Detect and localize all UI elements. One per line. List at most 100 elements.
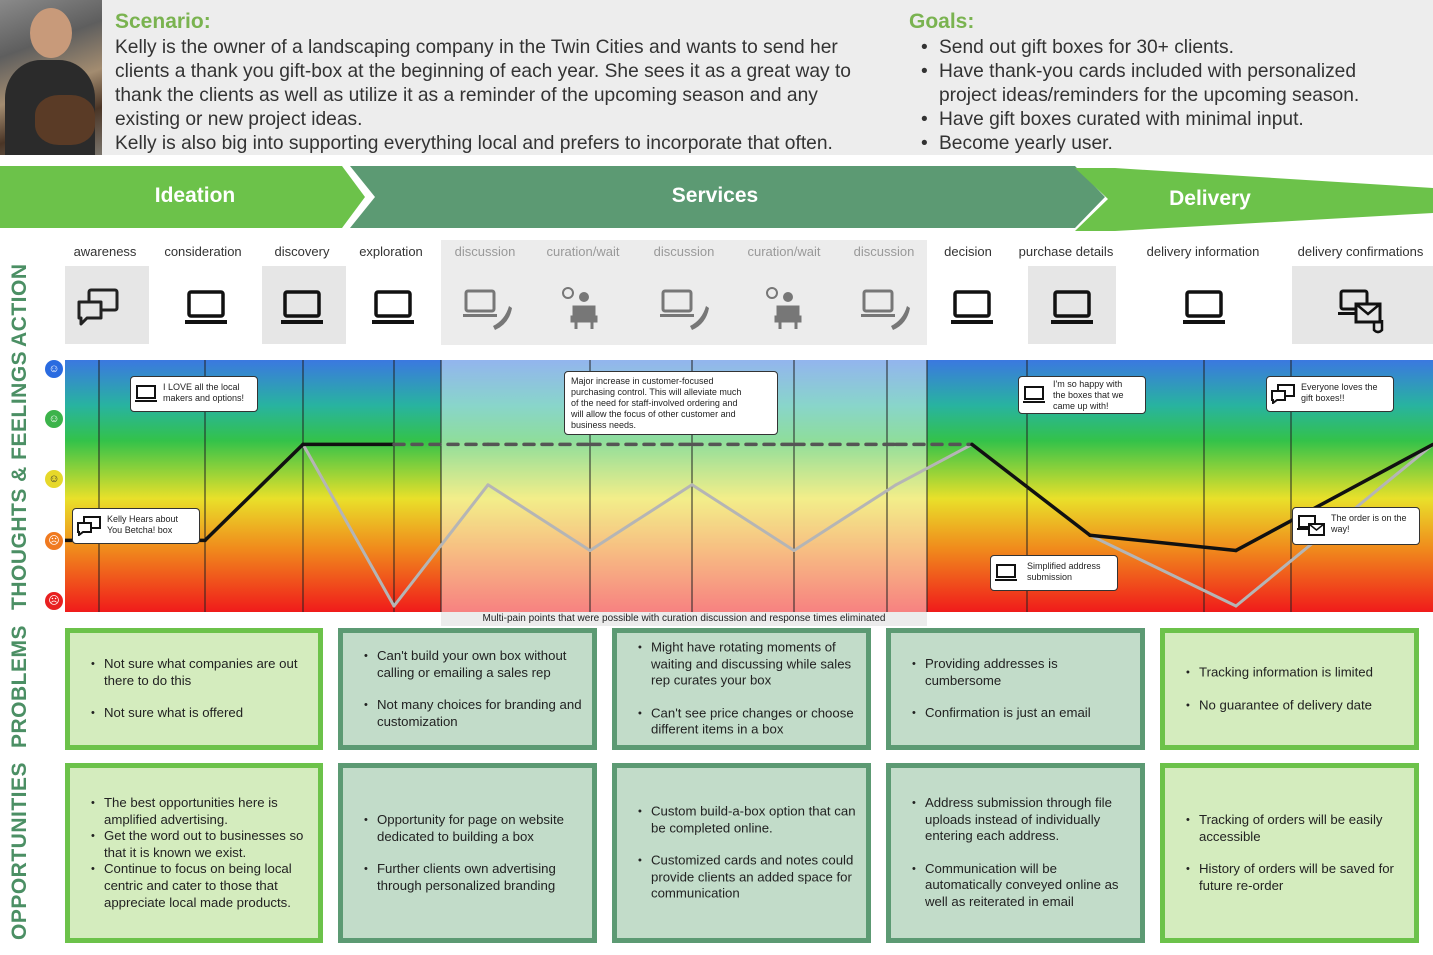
stage-curation-wait: curation/wait bbox=[747, 244, 821, 259]
series-black-segment bbox=[970, 442, 1092, 538]
scenario-line: clients a thank you gift-box at the begi… bbox=[115, 61, 851, 82]
stage-delivery-information: delivery information bbox=[1146, 244, 1260, 259]
opportunity-item: Custom build-a-box option that can be co… bbox=[617, 804, 866, 837]
phase-ideation: Ideation bbox=[154, 184, 236, 207]
bubble-text: of the need for staff-involved ordering … bbox=[571, 398, 738, 408]
bubble-text: I'm so happy with bbox=[1053, 379, 1123, 389]
chart-note: Multi-pain points that were possible wit… bbox=[441, 612, 927, 626]
problem-item: Not sure what is offered bbox=[70, 705, 318, 722]
stage-decision: decision bbox=[944, 244, 992, 259]
scenario-line: existing or new project ideas. bbox=[115, 109, 363, 130]
very-sad-face-icon: ☹ bbox=[45, 592, 63, 610]
phase-services: Services bbox=[671, 184, 759, 207]
problems-box-ideation-1: Not sure what companies are out there to… bbox=[65, 628, 323, 750]
bubble-text: Simplified address bbox=[1027, 561, 1101, 571]
happy-face-icon: ☺ bbox=[45, 410, 63, 428]
series-grey-segment bbox=[1088, 533, 1238, 608]
email-laptop-icon bbox=[1338, 289, 1384, 334]
row-label-action: ACTION bbox=[8, 263, 31, 348]
problem-item: Might have rotating moments of waiting a… bbox=[617, 640, 866, 690]
stage-delivery-confirmations: delivery confirmations bbox=[1297, 244, 1424, 259]
goal-item: Send out gift boxes for 30+ clients. bbox=[911, 36, 1411, 60]
laptop-icon bbox=[1183, 290, 1225, 324]
person-wait-icon bbox=[562, 287, 598, 329]
phase-ideation-shape bbox=[0, 166, 365, 228]
problem-item: Not sure what companies are out there to… bbox=[70, 656, 318, 689]
row-label-opportunities: OPPORTUNITIES bbox=[8, 761, 31, 940]
phase-delivery: Delivery bbox=[1169, 187, 1251, 210]
scenario-text: Kelly is the owner of a landscaping comp… bbox=[115, 36, 905, 156]
laptop-phone-icon bbox=[861, 289, 910, 330]
action-cell bbox=[65, 266, 149, 344]
series-grey-segment bbox=[486, 483, 592, 552]
sad-face-icon: ☹ bbox=[45, 532, 63, 550]
series-black-segment bbox=[1088, 533, 1238, 553]
goal-item: Have thank-you cards included with perso… bbox=[911, 60, 1411, 84]
series-grey-segment bbox=[792, 483, 898, 552]
opportunities-box-services-2: Custom build-a-box option that can be co… bbox=[612, 763, 871, 943]
scenario-line: thank the clients as well as utilize it … bbox=[115, 85, 818, 106]
problems-box-services-2: Might have rotating moments of waiting a… bbox=[612, 628, 871, 750]
email-laptop-icon bbox=[1297, 515, 1325, 536]
opportunity-item: Get the word out to businesses so that i… bbox=[70, 828, 318, 861]
stage-exploration: exploration bbox=[359, 244, 423, 259]
laptop-phone-icon bbox=[660, 289, 709, 330]
problem-item: Tracking information is limited bbox=[1165, 664, 1414, 681]
goal-item-continued: project ideas/reminders for the upcoming… bbox=[939, 85, 1360, 106]
problem-item: Can't see price changes or choose differ… bbox=[617, 705, 866, 738]
action-cell bbox=[1028, 266, 1116, 344]
series-grey-segment bbox=[301, 442, 396, 608]
problems-box-delivery: Tracking information is limitedNo guaran… bbox=[1160, 628, 1419, 750]
laptop-icon bbox=[281, 290, 323, 324]
opportunity-item: The best opportunities here is amplified… bbox=[70, 795, 318, 828]
bubble-text: Everyone loves the bbox=[1301, 382, 1378, 392]
opportunity-item: Customized cards and notes could provide… bbox=[617, 853, 866, 903]
goal-item: Have gift boxes curated with minimal inp… bbox=[911, 108, 1411, 132]
laptop-icon bbox=[951, 290, 993, 324]
series-black-segment bbox=[1234, 442, 1433, 553]
thought-bubble: Major increase in customer-focused purch… bbox=[564, 371, 778, 435]
series-grey-segment bbox=[588, 483, 694, 552]
scenario-title: Scenario: bbox=[115, 10, 211, 33]
problems-box-services-3: Providing addresses is cumbersomeConfirm… bbox=[886, 628, 1145, 750]
opportunities-box-delivery: Tracking of orders will be easily access… bbox=[1160, 763, 1419, 943]
laptop-icon bbox=[135, 385, 157, 402]
bubble-text: makers and options! bbox=[163, 393, 245, 403]
bubble-text: submission bbox=[1027, 572, 1073, 582]
phase-services-shape bbox=[350, 166, 1105, 228]
goals-list: Send out gift boxes for 30+ clients. Hav… bbox=[911, 36, 1411, 156]
goal-item: Become yearly user. bbox=[911, 132, 1411, 156]
phase-delivery-shape bbox=[1075, 168, 1433, 231]
scenario-line: Kelly is the owner of a landscaping comp… bbox=[115, 37, 838, 58]
opportunity-item: Opportunity for page on website dedicate… bbox=[343, 812, 592, 845]
bubble-text: way! bbox=[1331, 524, 1350, 534]
bubble-text: Kelly Hears about bbox=[107, 514, 179, 524]
persona-photo bbox=[0, 0, 102, 155]
chat-icon bbox=[77, 288, 119, 326]
person-wait-icon bbox=[766, 287, 802, 329]
laptop-icon bbox=[185, 290, 227, 324]
bubble-text: You Betcha! box bbox=[107, 525, 173, 535]
stage-awareness: awareness bbox=[73, 244, 137, 259]
bubble-text: business needs. bbox=[571, 420, 637, 430]
problems-box-services-1: Can't build your own box without calling… bbox=[338, 628, 597, 750]
bubble-text: the boxes that we bbox=[1053, 390, 1124, 400]
bubble-text: will allow the focus of other customer a… bbox=[571, 409, 736, 419]
stage-consideration: consideration bbox=[164, 244, 242, 259]
problem-item: Providing addresses is cumbersome bbox=[891, 656, 1140, 689]
laptop-phone-icon bbox=[463, 289, 512, 330]
series-grey-segment bbox=[392, 483, 490, 608]
laptop-icon bbox=[995, 564, 1017, 581]
bubble-text: I LOVE all the local bbox=[163, 382, 240, 392]
action-cell bbox=[262, 266, 346, 344]
problem-item: Confirmation is just an email bbox=[891, 705, 1140, 722]
laptop-icon bbox=[1023, 386, 1045, 403]
phase-band bbox=[0, 166, 1433, 231]
opportunity-item: Address submission through file uploads … bbox=[891, 795, 1140, 845]
